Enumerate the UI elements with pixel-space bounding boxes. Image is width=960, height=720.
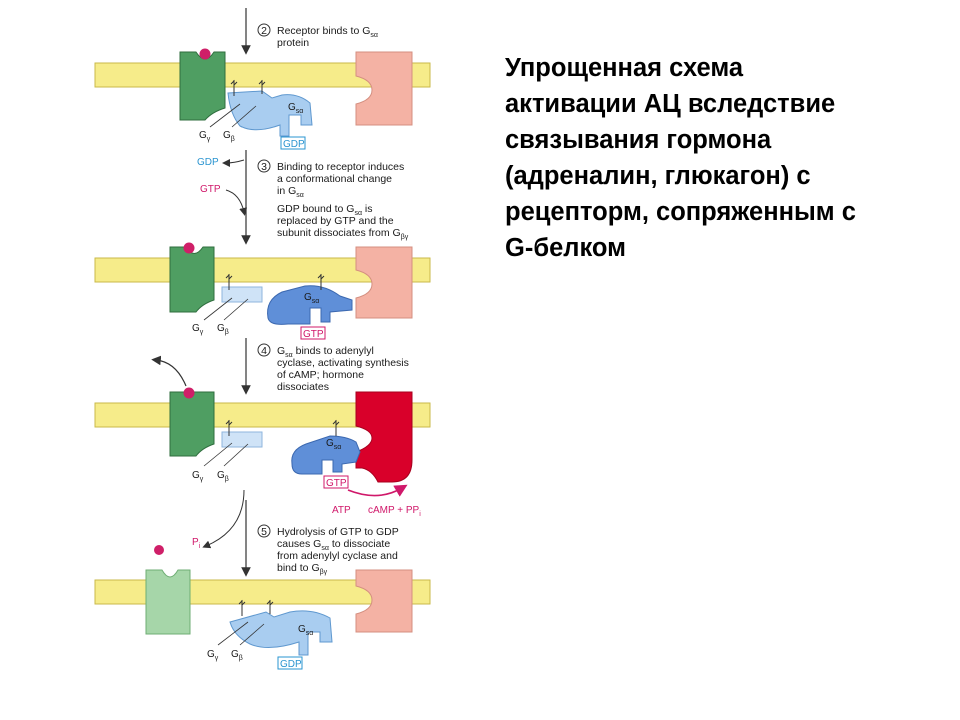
step-markers: 2 3 4 5 (257, 23, 271, 538)
gtp-label-3: GTP (326, 478, 347, 489)
g-gamma-label-4: Gγ (207, 649, 219, 662)
step-5-line-4: bind to Gβγ (277, 562, 328, 576)
g-beta-label-4: Gβ (231, 649, 243, 662)
g-gamma-label-3: Gγ (192, 470, 204, 483)
adenylyl-cyclase-4 (355, 569, 413, 633)
g-s-alpha-label-4: Gsα (298, 624, 313, 637)
step-3-line-2: a conformational change (277, 173, 392, 185)
g-s-alpha-label-1: Gsα (288, 102, 303, 115)
adenylyl-cyclase-active-3 (355, 391, 413, 483)
hormone-1 (199, 48, 211, 60)
heading-line-3: связывания гормона (505, 126, 772, 154)
step-4-number: 4 (261, 345, 267, 357)
step-5-line-1: Hydrolysis of GTP to GDP (277, 526, 399, 538)
slide-heading: Упрощенная схема активации АЦ вследствие… (505, 50, 935, 266)
camp-label: cAMP + PPi (368, 505, 421, 518)
g-beta-gamma-2 (221, 286, 263, 303)
released-hormone (154, 545, 164, 555)
atp-label: ATP (332, 505, 351, 516)
step-texts: Receptor binds to Gsα protein Binding to… (277, 25, 409, 576)
step-4-line-2: cyclase, activating synthesis (277, 357, 409, 369)
step-3-line-3: in Gsα (277, 185, 304, 199)
panel-2: Gγ Gβ Gsα GTP (169, 242, 413, 340)
g-gamma-label-2: Gγ (192, 323, 204, 336)
g-beta-label-1: Gβ (223, 130, 235, 143)
step-3-number: 3 (261, 161, 267, 173)
g-beta-label-2: Gβ (217, 323, 229, 336)
g-protein-4 (229, 610, 333, 656)
gtp-binding-label: GTP (200, 184, 221, 195)
heading-line-6: G-белком (505, 234, 626, 262)
receptor-2 (169, 246, 215, 313)
step-5-line-3: from adenylyl cyclase and (277, 550, 398, 562)
step-4-line-3: of cAMP; hormone (277, 369, 364, 381)
adenylyl-cyclase-1 (355, 51, 413, 126)
step-3-line-1: Binding to receptor induces (277, 161, 404, 173)
step-2-line-1: Receptor binds to Gsα (277, 25, 378, 39)
step-5-number: 5 (261, 526, 267, 538)
flow-arrows (202, 8, 251, 577)
step-5-line-2: causes Gsα to dissociate (277, 538, 390, 552)
hormone-3 (183, 387, 195, 399)
step-3b-line-2: replaced by GTP and the (277, 215, 394, 227)
heading-line-4: (адреналин, глюкагон) с (505, 162, 811, 190)
step-3b-line-1: GDP bound to Gsα is (277, 203, 372, 217)
pi-label: Pi (192, 537, 201, 550)
membranes (94, 62, 431, 605)
atp-to-camp-arrow (347, 484, 408, 497)
step-4-line-1: Gsα binds to adenylyl (277, 345, 374, 359)
g-gamma-label-1: Gγ (199, 130, 211, 143)
receptor-1 (179, 51, 226, 121)
g-alpha-2 (267, 285, 353, 325)
hormone-2 (183, 242, 195, 254)
g-alpha-3 (291, 435, 361, 475)
step-3b-line-3: subunit dissociates from Gβγ (277, 227, 409, 241)
heading-line-1: Упрощенная схема (505, 54, 744, 82)
panel-3: Gγ Gβ Gsα GTP ATP cAMP + PPi (151, 355, 421, 518)
receptor-3 (169, 391, 215, 457)
g-beta-label-3: Gβ (217, 470, 229, 483)
gdp-label-4: GDP (280, 659, 302, 670)
adenylyl-cyclase-2 (355, 246, 413, 319)
panel-4: Gγ Gβ Gsα GDP (145, 545, 413, 670)
g-protein-1 (227, 90, 313, 137)
step-4-line-4: dissociates (277, 381, 329, 393)
step-2-line-2: protein (277, 37, 309, 49)
gdp-released-label: GDP (197, 157, 219, 168)
heading-line-5: рецепторм, сопряженным с (505, 198, 856, 226)
heading-line-2: активации АЦ вследствие (505, 90, 836, 118)
g-s-alpha-label-3: Gsα (326, 438, 341, 451)
gtp-label-2: GTP (303, 329, 324, 340)
gdp-label-1: GDP (283, 139, 305, 150)
g-s-alpha-label-2: Gsα (304, 292, 319, 305)
g-beta-gamma-3 (221, 431, 263, 448)
panel-1: Gγ Gβ Gsα GDP (179, 48, 413, 150)
receptor-4-inactive (145, 569, 191, 635)
step-2-number: 2 (261, 25, 267, 37)
